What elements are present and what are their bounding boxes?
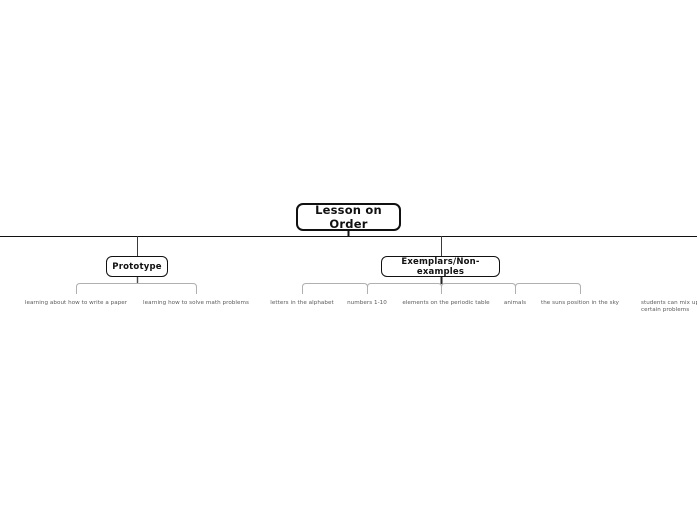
branch-node-prototype-label: Prototype [112,261,162,272]
leaf-node-alphabet[interactable]: letters in the alphabet [254,300,350,307]
leaf-node-numbers[interactable]: numbers 1-10 [327,300,407,307]
leaf-node-math-problems[interactable]: learning how to solve math problems [135,300,257,307]
bracket-exemplars-3 [441,283,516,294]
bracket-exemplars-2 [367,283,442,294]
leaf-node-alphabet-label: letters in the alphabet [270,300,334,306]
leaf-node-periodic-table-label: elements on the periodic table [402,300,490,306]
root-node-label: Lesson on Order [315,203,382,231]
leaf-node-suns-position[interactable]: the suns position in the sky [525,300,635,307]
bracket-prototype [76,283,197,294]
leaf-node-mix-up[interactable]: students can mix up certain problems [641,300,697,315]
branch-node-exemplars-label: Exemplars/Non-examples [401,256,480,277]
leaf-node-suns-position-label: the suns position in the sky [540,300,620,306]
root-node-lesson-on-order[interactable]: Lesson on Order [296,203,401,231]
leaf-node-animals-label: animals [503,300,527,306]
leaf-node-cut-left[interactable]: s [0,300,5,307]
leaf-node-animals[interactable]: animals [485,300,545,307]
branch-node-prototype[interactable]: Prototype [106,256,168,277]
leaf-node-periodic-table[interactable]: elements on the periodic table [391,300,501,307]
branch-node-exemplars[interactable]: Exemplars/Non-examples [381,256,500,277]
bracket-exemplars-4 [515,283,581,294]
leaf-node-mix-up-label: students can mix up certain problems [641,300,697,314]
bracket-exemplars-1 [302,283,368,294]
leaf-node-write-paper[interactable]: learning about how to write a paper [16,300,136,307]
leaf-node-math-problems-label: learning how to solve math problems [143,300,249,306]
leaf-node-numbers-label: numbers 1-10 [347,300,387,306]
leaf-node-write-paper-label: learning about how to write a paper [24,300,128,306]
